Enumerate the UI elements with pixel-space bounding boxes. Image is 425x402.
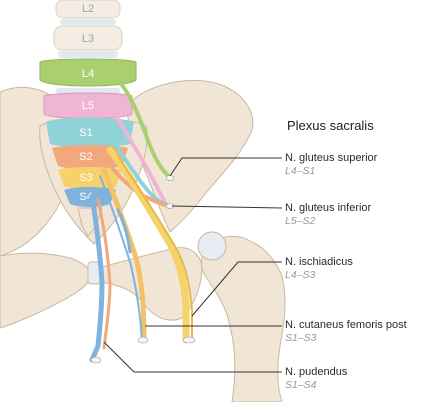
nerve-label-pudendus: N. pudendus S1–S4 bbox=[285, 366, 347, 392]
femoral-head bbox=[197, 231, 227, 261]
diagram-title: Plexus sacralis bbox=[287, 118, 374, 133]
pudendal-nerve-orange bbox=[96, 198, 112, 350]
nerve-name: N. gluteus superior bbox=[285, 152, 378, 164]
leader-pudendus bbox=[103, 341, 282, 373]
nerve-name: N. cutaneus femoris post bbox=[285, 319, 407, 331]
nerve-roots: S1–S3 bbox=[285, 332, 317, 344]
label-L2: L2 bbox=[82, 3, 94, 15]
label-L4: L4 bbox=[82, 68, 94, 80]
vertebra-L2 bbox=[55, 0, 121, 19]
nerve-roots: L4–S3 bbox=[285, 269, 316, 281]
posterior-cutaneous-nerve-blue bbox=[99, 175, 143, 341]
nerve-roots: S1–S4 bbox=[285, 379, 317, 391]
nerve-name: N. gluteus inferior bbox=[285, 202, 372, 214]
nerve-roots: L4–S1 bbox=[285, 165, 316, 177]
disc-L2 bbox=[60, 19, 116, 25]
vertebra-L3 bbox=[53, 25, 123, 51]
left-pubis bbox=[0, 252, 93, 329]
pudendal-nerve bbox=[89, 193, 105, 363]
leader-gluteus-superior bbox=[169, 157, 282, 177]
nerve-strand-l4 bbox=[114, 76, 174, 180]
right-femur bbox=[201, 235, 286, 402]
disc-L4 bbox=[56, 88, 120, 94]
cut-end-pudendus bbox=[90, 356, 102, 364]
leader-gluteus-inferior bbox=[171, 205, 283, 209]
label-S2: S2 bbox=[79, 151, 92, 163]
label-L3: L3 bbox=[82, 33, 94, 45]
vertebra-L5 bbox=[43, 92, 133, 119]
nerve-label-ischiadicus: N. ischiadicus L4–S3 bbox=[285, 256, 353, 282]
cut-end-cutaneus bbox=[137, 336, 149, 344]
nerve-label-gluteus-inferior: N. gluteus inferior L5–S2 bbox=[285, 202, 371, 228]
nerve-roots: L5–S2 bbox=[285, 215, 316, 227]
sciatic-nerve-outline bbox=[117, 155, 193, 341]
leader-ischiadicus bbox=[191, 261, 282, 317]
label-L5: L5 bbox=[82, 100, 94, 112]
s4-branch bbox=[116, 208, 132, 254]
label-S4: S4 bbox=[79, 191, 92, 203]
cut-end-ischiadicus bbox=[182, 336, 196, 344]
vertebra-L4 bbox=[39, 58, 137, 87]
label-S3: S3 bbox=[79, 172, 92, 184]
nerve-strands bbox=[89, 76, 193, 363]
label-S1: S1 bbox=[79, 127, 92, 139]
nerve-label-gluteus-superior: N. gluteus superior L4–S1 bbox=[285, 152, 377, 178]
nerve-label-cutaneus-femoris-post: N. cutaneus femoris post S1–S3 bbox=[285, 319, 407, 345]
cut-end-gluteus-superior bbox=[165, 175, 175, 181]
nerve-name: N. pudendus bbox=[285, 366, 348, 378]
posterior-cutaneous-nerve bbox=[101, 167, 147, 343]
nerve-strand-l5 bbox=[110, 108, 166, 202]
leader-lines bbox=[103, 157, 283, 373]
sciatic-nerve bbox=[106, 146, 190, 344]
disc-L3 bbox=[58, 51, 118, 58]
nerve-name: N. ischiadicus bbox=[285, 256, 353, 268]
